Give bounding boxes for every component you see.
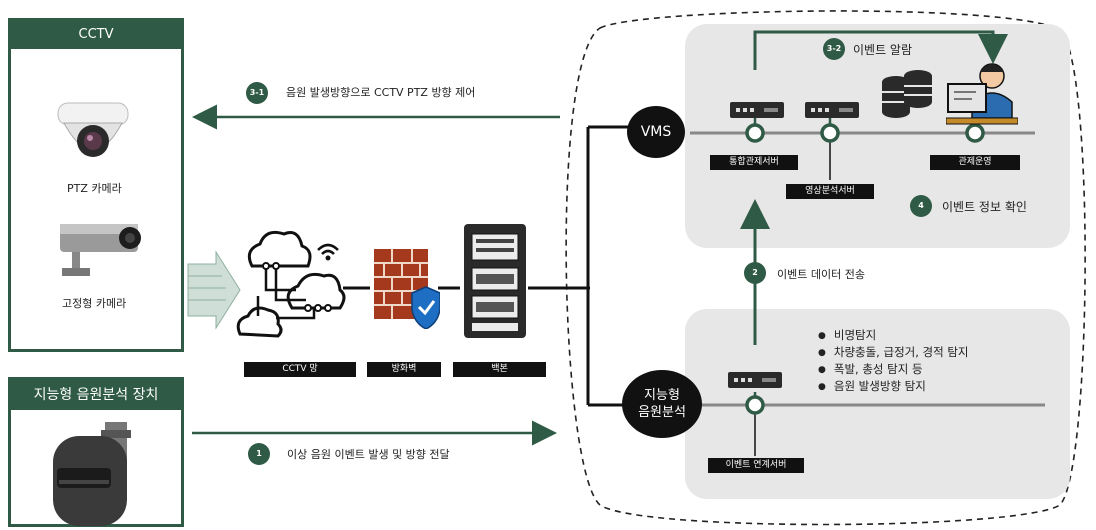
step-1-text: 이상 음원 이벤트 발생 및 방향 전달 <box>287 448 450 461</box>
ptz-camera-label: PTZ 카메라 <box>67 182 122 195</box>
video-analysis-server-label: 영상분석서버 <box>786 184 874 199</box>
cctv-panel: CCTV <box>8 18 184 352</box>
fixed-camera-label: 고정형 카메라 <box>62 297 127 310</box>
sound-analysis-node: 지능형 음원분석 <box>622 370 702 438</box>
detection-item: 차량충돌, 급정거, 경적 탐지 <box>818 345 969 362</box>
step-2-text: 이벤트 데이터 전송 <box>777 268 865 281</box>
flow-chevron-arrow <box>187 250 241 330</box>
step-1-badge: 1 <box>248 443 270 465</box>
detection-item: 폭발, 총성 탐지 등 <box>818 362 969 379</box>
detection-item: 음원 발생방향 탐지 <box>818 379 969 396</box>
step-4-text: 이벤트 정보 확인 <box>942 200 1027 214</box>
backbone-label: 백본 <box>453 362 546 377</box>
firewall-icon <box>374 249 440 329</box>
video-analysis-server-icon <box>805 102 859 118</box>
analysis-label-line2: 음원분석 <box>638 405 686 420</box>
event-link-server-icon <box>728 372 782 388</box>
step-3-2-text: 이벤트 알람 <box>853 43 913 57</box>
database-icon <box>882 70 932 118</box>
integrated-control-server-icon <box>730 102 784 118</box>
step-3-2-badge: 3-2 <box>823 38 845 60</box>
firewall-label: 방화벽 <box>367 362 441 377</box>
backbone-server-icon <box>464 224 526 338</box>
fixed-camera-icon <box>60 224 141 276</box>
sound-analyzer-device-icon <box>53 422 131 526</box>
step-3-1-badge: 3-1 <box>246 82 268 104</box>
analysis-label-line1: 지능형 <box>644 388 680 403</box>
detection-list: 비명탐지 차량충돌, 급정거, 경적 탐지 폭발, 총성 탐지 등 음원 발생방… <box>818 328 969 396</box>
sound-panel-title: 지능형 음원분석 장치 <box>11 380 181 410</box>
step-2-badge: 2 <box>744 262 766 284</box>
operator-workstation-icon <box>946 63 1018 125</box>
cctv-network-label: CCTV 망 <box>244 362 356 377</box>
detection-item: 비명탐지 <box>818 328 969 345</box>
vms-label: VMS <box>640 124 672 140</box>
vms-node: VMS <box>627 106 685 158</box>
event-link-server-label: 이벤트 연계서버 <box>708 458 804 473</box>
step-3-1-text: 음원 발생방향으로 CCTV PTZ 방향 제어 <box>286 86 476 99</box>
cctv-panel-title: CCTV <box>11 21 181 49</box>
ptz-camera-icon <box>57 102 129 157</box>
cctv-network-cloud-icon <box>236 230 346 338</box>
control-operation-label: 관제운영 <box>930 155 1020 170</box>
integrated-control-server-label: 통합관제서버 <box>710 155 798 170</box>
step-4-badge: 4 <box>910 195 932 217</box>
